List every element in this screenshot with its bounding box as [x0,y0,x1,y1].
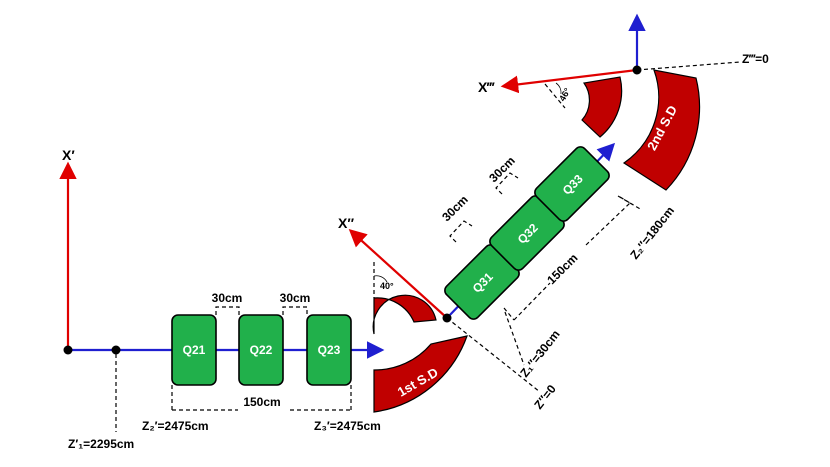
x-triple-prime-label: X‴ [478,79,495,95]
quad-q33: Q33 [534,146,610,222]
quad-q22: Q22 [238,314,284,386]
angle-40: 40° [373,262,394,298]
gap-bracket-b: 30cm [280,291,311,315]
x-double-prime-axis: X″ [338,215,448,319]
z3-label: Z₃′=2475cm [314,419,381,433]
span-first-label: 150cm [243,395,280,409]
z-dp-2-label: Z₂″=180cm [627,204,677,262]
z1-point [111,345,121,355]
z-tp-zero-label: Z‴=0 [742,52,769,66]
x-triple-prime-axis: X‴ [478,68,638,95]
z1-marker: Z′₁=2295cm [68,354,134,451]
z-dp-zero-label: Z″=0 [531,382,559,412]
z-tp-zero-marker: Z‴=0 [636,52,769,71]
z-dp-zero-marker: Z″=0 [446,317,559,412]
quad-q32: Q32 [489,195,565,271]
dipole-2-exit-point [632,65,642,75]
quad-q23: Q23 [306,314,352,386]
gap-bracket-c: 30cm [439,193,473,243]
z1-label: Z′₁=2295cm [68,437,134,451]
span-first: 150cm [171,385,352,412]
quad-q21: Q21 [171,314,217,386]
z-dp-1-marker: Z₁″=30cm [504,311,563,380]
gap-d-label: 30cm [486,154,518,186]
x-double-prime-label: X″ [338,215,354,231]
gap-b-label: 30cm [280,291,311,305]
angle-46: 46° [544,82,573,109]
x-prime-label: X′ [62,147,75,163]
angle-40-label: 40° [380,281,394,291]
quad-q22-label: Q22 [250,343,273,357]
x-prime-axis: X′ [59,147,77,350]
quad-q23-label: Q23 [318,343,341,357]
gap-bracket-a: 30cm [212,291,243,315]
angle-46-label: 46° [557,86,573,103]
quad-q21-label: Q21 [183,343,206,357]
gap-a-label: 30cm [212,291,243,305]
origin-point [63,345,73,355]
gap-bracket-d: 30cm [486,154,519,195]
span-second-label: 150cm [544,251,580,287]
z2-label: Z₂′=2475cm [142,419,209,433]
gap-c-label: 30cm [439,193,471,225]
z-dp-1-label: Z₁″=30cm [517,327,562,380]
